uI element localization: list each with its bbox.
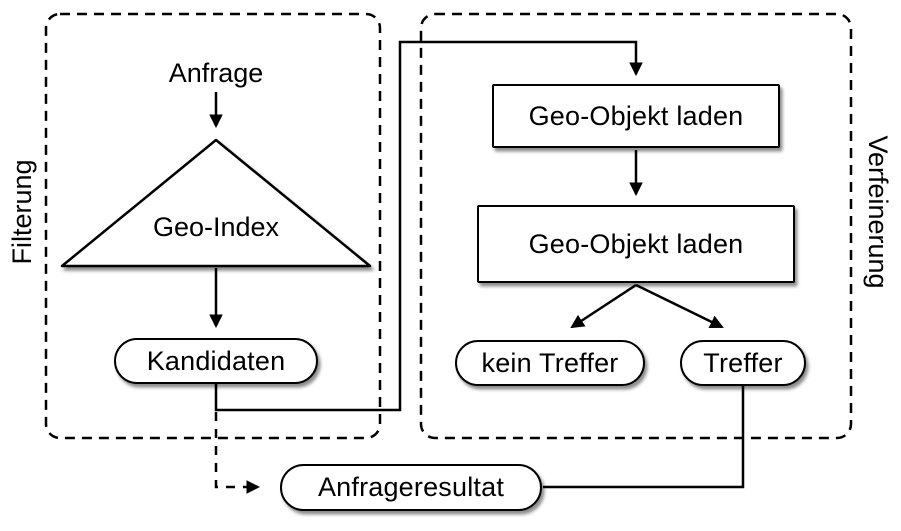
- geo-objekt-laden-2-label: Geo-Objekt laden: [528, 228, 744, 259]
- arrow-load2-to-keintreffer: [570, 283, 637, 329]
- line-treffer-to-anfrageresultat: [543, 386, 745, 489]
- geo-index-triangle: [60, 138, 372, 268]
- verfeinerung-region-border: [419, 12, 853, 440]
- kein-treffer-node: kein Treffer: [455, 340, 645, 386]
- filterung-region-border: [44, 12, 382, 440]
- filterung-region-label: Filterung: [7, 159, 37, 265]
- anfrageresultat-label: Anfrageresultat: [317, 472, 505, 502]
- geo-objekt-laden-1-label: Geo-Objekt laden: [528, 100, 744, 131]
- arrow-load2-to-treffer: [635, 283, 724, 329]
- treffer-node: Treffer: [680, 340, 806, 386]
- treffer-label: Treffer: [703, 347, 783, 378]
- anfrage-label: Anfrage: [168, 58, 264, 88]
- verfeinerung-region-label: Verfeinerung: [863, 135, 893, 289]
- geo-objekt-laden-2-node: Geo-Objekt laden: [477, 205, 795, 283]
- anfrageresultat-node: Anfrageresultat: [280, 464, 542, 511]
- kandidaten-label: Kandidaten: [146, 345, 286, 376]
- arrow-kandidaten-to-load1: [214, 40, 643, 412]
- geo-objekt-laden-1-node: Geo-Objekt laden: [492, 84, 780, 148]
- geo-index-label: Geo-Index: [152, 212, 280, 242]
- kandidaten-node: Kandidaten: [114, 338, 318, 384]
- dashed-arrow-kandidaten-to-anfrageresultat: [214, 412, 261, 494]
- kein-treffer-label: kein Treffer: [481, 347, 619, 378]
